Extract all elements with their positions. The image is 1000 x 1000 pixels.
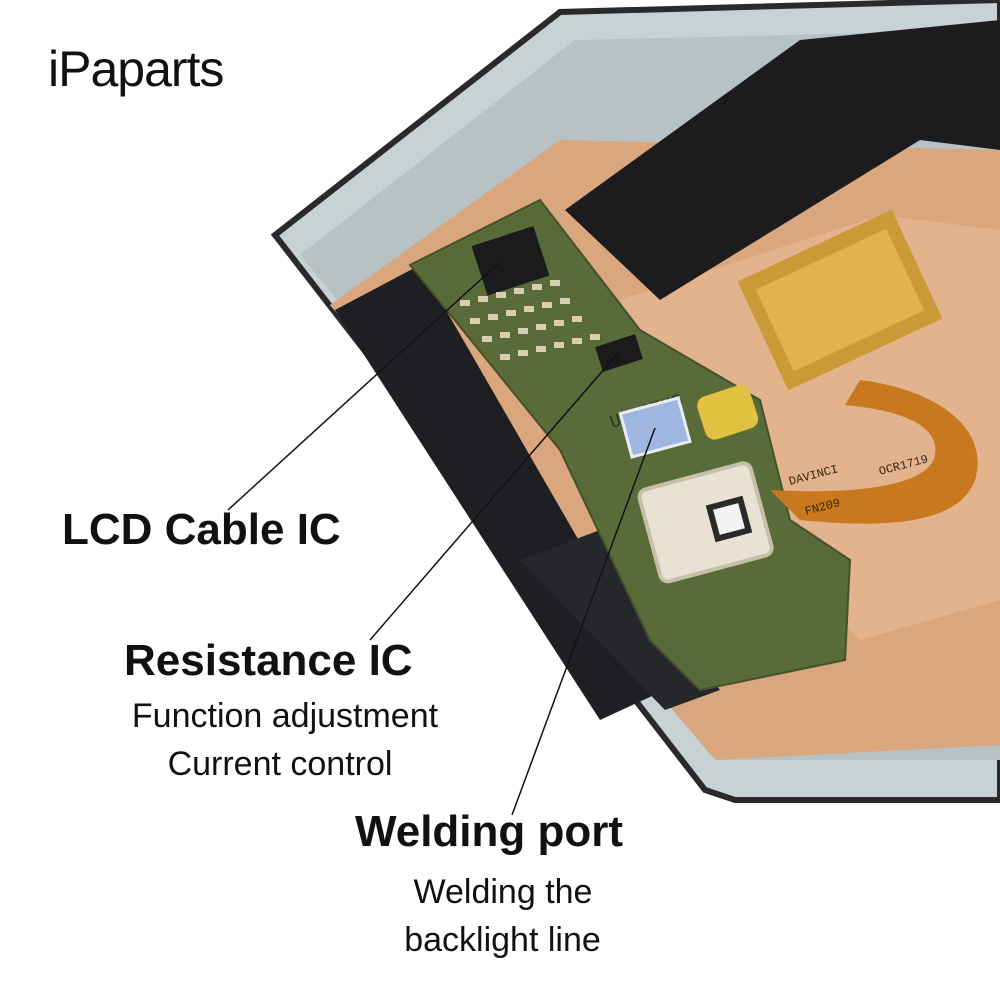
welding-port-pointer xyxy=(511,427,656,816)
smd-components xyxy=(460,280,600,360)
resistance-ic-description-line: Function adjustment xyxy=(131,697,439,735)
metal-shield-can xyxy=(637,461,774,584)
solder-pad xyxy=(697,385,759,440)
resistance-ic-chip xyxy=(595,334,643,372)
welding-port-description-line: backlight line xyxy=(404,921,601,959)
welding-port-label: Welding port xyxy=(355,807,624,856)
black-flex-ribbon xyxy=(565,20,1000,300)
welding-port-connector xyxy=(618,396,692,459)
qr-code-inner xyxy=(713,503,745,535)
welding-port-description-line: Welding the xyxy=(413,873,593,911)
orange-flex-cable xyxy=(770,380,978,524)
brand-logo: iPaparts xyxy=(48,41,224,97)
resistance-ic-pointer xyxy=(369,352,619,641)
lcd-cable-ic-label: LCD Cable IC xyxy=(62,505,341,554)
lcd-cable-ic-pointer xyxy=(227,261,501,511)
gold-board-connector xyxy=(737,209,943,391)
black-foam-pad-lower xyxy=(520,530,720,710)
lcd-cable-ic-chip xyxy=(471,226,550,296)
resistance-ic-description-line: Current control xyxy=(167,745,393,783)
resistance-ic-label: Resistance IC xyxy=(124,636,413,685)
